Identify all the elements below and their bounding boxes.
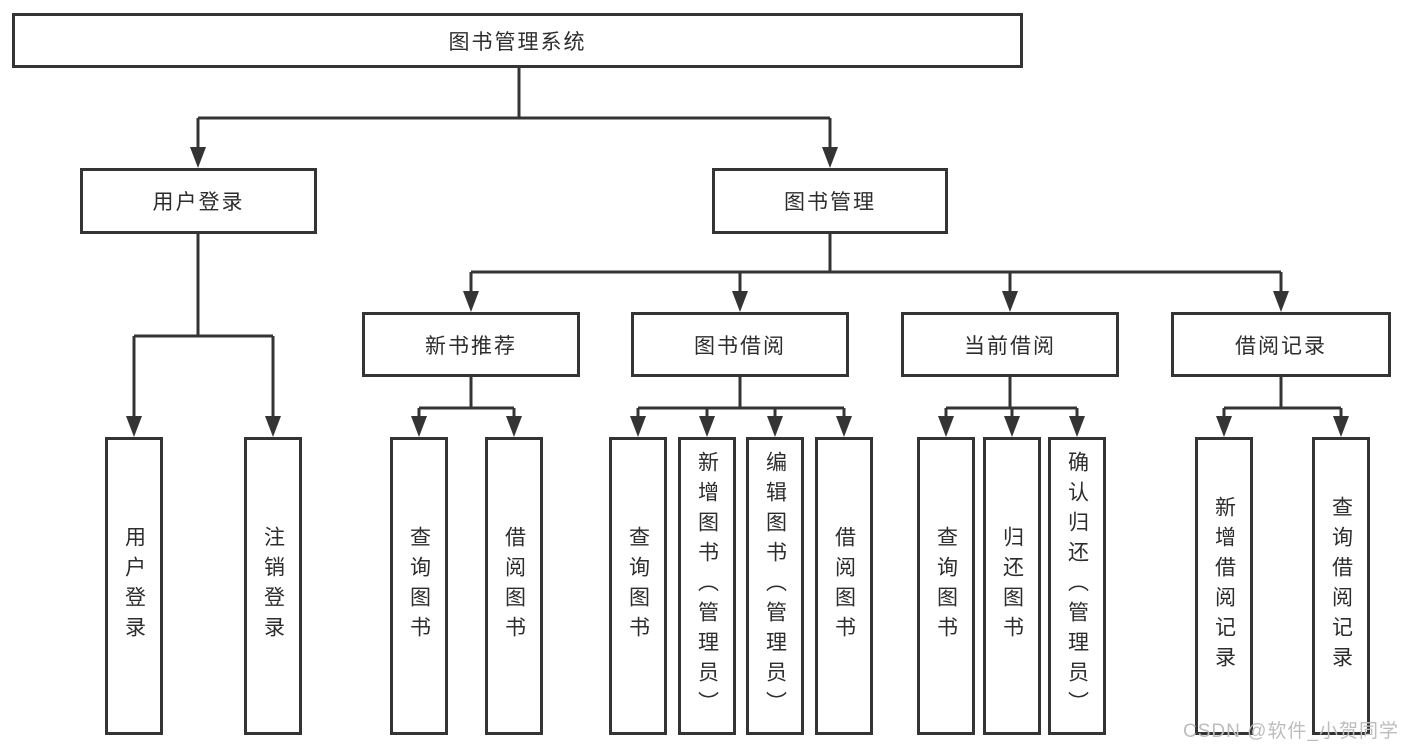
node-book-mgmt-label: 图书管理 <box>784 191 876 214</box>
leaf-return-book: 归还图书 <box>983 437 1041 735</box>
leaf-return-book-label: 归还图书 <box>1000 526 1024 646</box>
node-current-borrow: 当前借阅 <box>901 312 1119 377</box>
leaf-user-login: 用户登录 <box>105 437 163 735</box>
leaf-add-book-admin-label: 新增图书（管理员） <box>695 451 719 721</box>
node-root-label: 图书管理系统 <box>448 30 587 54</box>
leaf-add-book-admin: 新增图书（管理员） <box>678 437 736 735</box>
node-new-book-rec: 新书推荐 <box>362 312 580 377</box>
leaf-borrow-books-label: 借阅图书 <box>832 526 856 646</box>
leaf-borrow-books-rec-label: 借阅图书 <box>502 526 526 646</box>
leaf-query-books-borrow: 查询图书 <box>609 437 667 735</box>
leaf-query-books-borrow-label: 查询图书 <box>626 526 650 646</box>
connector-arrowheads <box>126 147 1349 437</box>
node-user-login: 用户登录 <box>80 168 317 234</box>
leaf-confirm-return-admin-label: 确认归还（管理员） <box>1065 451 1089 721</box>
node-borrow-records-label: 借阅记录 <box>1235 334 1327 358</box>
node-user-login-label: 用户登录 <box>152 191 245 214</box>
leaf-query-books-rec-label: 查询图书 <box>407 526 431 646</box>
leaf-query-borrow-record: 查询借阅记录 <box>1312 437 1370 735</box>
node-current-borrow-label: 当前借阅 <box>964 334 1056 358</box>
connector-stems <box>132 66 1343 417</box>
leaf-query-books-current: 查询图书 <box>917 437 975 735</box>
leaf-borrow-books: 借阅图书 <box>815 437 873 735</box>
leaf-query-books-rec: 查询图书 <box>390 437 448 735</box>
node-new-book-rec-label: 新书推荐 <box>425 334 517 358</box>
leaf-add-borrow-record-label: 新增借阅记录 <box>1212 496 1236 676</box>
leaf-logout-login: 注销登录 <box>244 437 302 735</box>
node-borrow-records: 借阅记录 <box>1171 312 1391 377</box>
leaf-user-login-label: 用户登录 <box>122 526 146 646</box>
leaf-edit-book-admin-label: 编辑图书（管理员） <box>763 451 787 721</box>
leaf-borrow-books-rec: 借阅图书 <box>485 437 543 735</box>
leaf-logout-login-label: 注销登录 <box>261 526 285 646</box>
leaf-query-books-current-label: 查询图书 <box>934 526 958 646</box>
leaf-query-borrow-record-label: 查询借阅记录 <box>1329 496 1353 676</box>
leaf-edit-book-admin: 编辑图书（管理员） <box>746 437 804 735</box>
node-book-borrow: 图书借阅 <box>631 312 849 377</box>
leaf-add-borrow-record: 新增借阅记录 <box>1195 437 1253 735</box>
node-book-borrow-label: 图书借阅 <box>694 334 786 358</box>
watermark: CSDN @软件_小贺同学 <box>1183 721 1399 742</box>
node-book-mgmt: 图书管理 <box>712 168 948 234</box>
node-root: 图书管理系统 <box>12 13 1023 68</box>
leaf-confirm-return-admin: 确认归还（管理员） <box>1048 437 1106 735</box>
